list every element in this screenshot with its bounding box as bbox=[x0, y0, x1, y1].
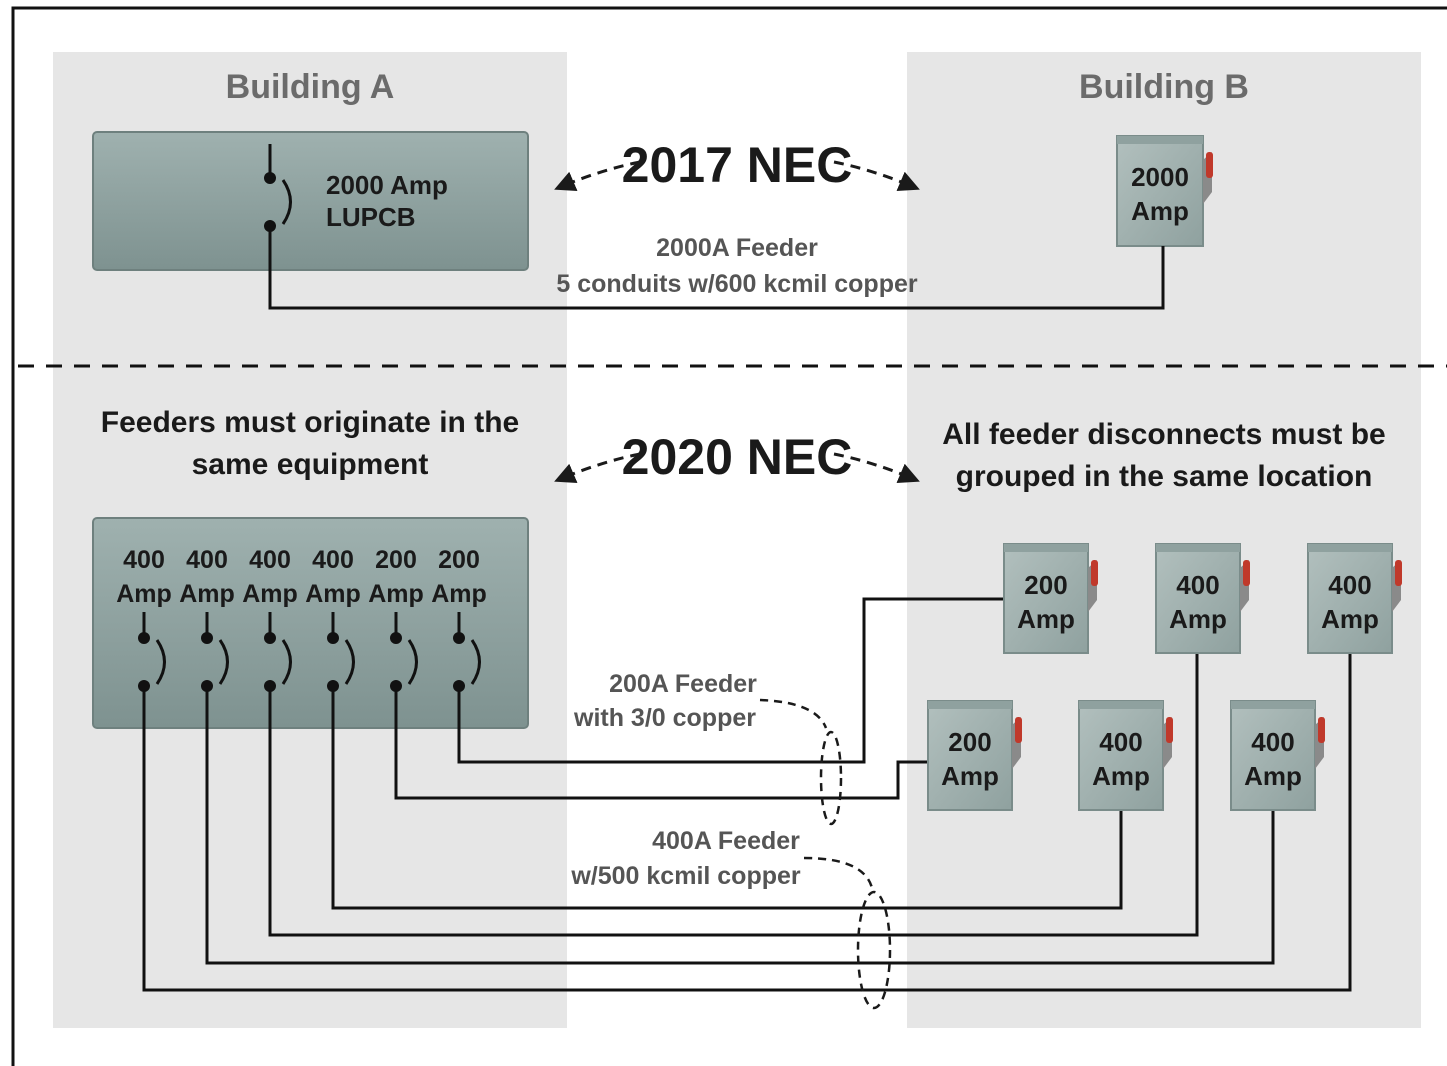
breaker-2-amps: 400 bbox=[186, 546, 228, 574]
disconnect-4-line1: 200 bbox=[948, 727, 991, 757]
nec-2020-label: 2020 NEC bbox=[622, 429, 853, 485]
breaker-5-symbol bbox=[390, 612, 418, 692]
disconnect-2000-line1: 2000 bbox=[1131, 162, 1189, 192]
feeder-400a-bundle bbox=[856, 890, 892, 1010]
disconnect-5-line2: Amp bbox=[1092, 761, 1150, 791]
feeder-200a-line2: with 3/0 copper bbox=[573, 704, 756, 732]
breaker-3-amps: 400 bbox=[249, 546, 291, 574]
right-caption-line1: All feeder disconnects must be bbox=[942, 418, 1385, 451]
disconnect-2: 400 Amp bbox=[1155, 543, 1250, 654]
disconnect-2000-amp: 2000 Amp bbox=[1116, 135, 1213, 247]
disconnect-1-line2: Amp bbox=[1017, 604, 1075, 634]
feeder-2000a-wire bbox=[268, 226, 1165, 310]
breaker-6-amps: 200 bbox=[438, 546, 480, 574]
disconnect-6: 400 Amp bbox=[1230, 700, 1325, 811]
feeder-wire-breaker-2 bbox=[205, 686, 1275, 965]
feeder-400a-leader bbox=[803, 856, 874, 889]
left-caption-line1: Feeders must originate in the bbox=[101, 406, 519, 439]
disconnect-4-line2: Amp bbox=[941, 761, 999, 791]
breaker-6-unit: Amp bbox=[431, 580, 487, 608]
nec-2017-arrow-right bbox=[833, 160, 920, 192]
nec-2020-arrow-left bbox=[554, 452, 641, 484]
disconnect-6-line2: Amp bbox=[1244, 761, 1302, 791]
breaker-5-unit: Amp bbox=[368, 580, 424, 608]
disconnect-6-line1: 400 bbox=[1251, 727, 1294, 757]
nec-2017-label: 2017 NEC bbox=[622, 137, 853, 193]
nec-2017-arrow-left bbox=[554, 160, 641, 192]
left-caption-line2: same equipment bbox=[192, 448, 429, 481]
disconnect-4: 200 Amp bbox=[927, 700, 1022, 811]
feeder-400a-line1: 400A Feeder bbox=[652, 827, 800, 855]
disconnect-2-line1: 400 bbox=[1176, 570, 1219, 600]
disconnect-1: 200 Amp bbox=[1003, 543, 1098, 654]
breaker-4-unit: Amp bbox=[305, 580, 361, 608]
feeder-400a-line2: w/500 kcmil copper bbox=[570, 862, 801, 890]
disconnect-2000-line2: Amp bbox=[1131, 196, 1189, 226]
feeder-2000a-line2: 5 conduits w/600 kcmil copper bbox=[556, 270, 918, 298]
building-b-title: Building B bbox=[1079, 68, 1249, 106]
disconnect-5-line1: 400 bbox=[1099, 727, 1142, 757]
nec-2020-arrow-right bbox=[833, 452, 920, 484]
disconnect-2-line2: Amp bbox=[1169, 604, 1227, 634]
breaker-2-unit: Amp bbox=[179, 580, 235, 608]
feeder-2000a-line1: 2000A Feeder bbox=[656, 234, 818, 262]
feeder-wire-breaker-1 bbox=[142, 653, 1352, 992]
feeder-wire-breaker-5 bbox=[394, 686, 928, 800]
breaker-1-unit: Amp bbox=[116, 580, 172, 608]
feeder-wire-breaker-6 bbox=[457, 597, 1004, 764]
disconnect-3-line1: 400 bbox=[1328, 570, 1371, 600]
disconnect-1-line1: 200 bbox=[1024, 570, 1067, 600]
feeder-wire-breaker-3 bbox=[268, 653, 1199, 937]
breaker-4-amps: 400 bbox=[312, 546, 354, 574]
breaker-3-unit: Amp bbox=[242, 580, 298, 608]
lupcb-label-line1: 2000 Amp bbox=[326, 170, 448, 200]
lupcb-label-line2: LUPCB bbox=[326, 202, 416, 232]
breaker-1-amps: 400 bbox=[123, 546, 165, 574]
breaker-3-symbol bbox=[264, 612, 292, 692]
feeder-panel bbox=[92, 517, 529, 729]
feeder-200a-leader bbox=[759, 698, 828, 729]
disconnect-3: 400 Amp bbox=[1307, 543, 1402, 654]
right-caption-line2: grouped in the same location bbox=[956, 460, 1373, 493]
breaker-5-amps: 200 bbox=[375, 546, 417, 574]
feeder-wire-breaker-4 bbox=[331, 686, 1123, 910]
feeder-200a-line1: 200A Feeder bbox=[609, 670, 757, 698]
disconnect-3-line2: Amp bbox=[1321, 604, 1379, 634]
disconnect-5: 400 Amp bbox=[1078, 700, 1173, 811]
frame-border bbox=[11, 6, 1447, 1066]
lupcb-panel bbox=[92, 131, 529, 271]
feeder-200a-bundle bbox=[819, 730, 843, 826]
building-a-title: Building A bbox=[226, 68, 395, 106]
